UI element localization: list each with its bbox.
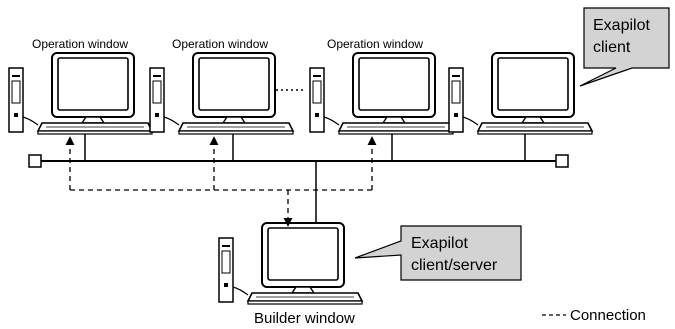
label-operation-window-3: Operation window [327,37,423,51]
callout-exapilot-client-line2: client [593,39,631,56]
workstation-builder [218,222,363,305]
bus-terminator-left [28,154,42,168]
bus-terminator-right [555,154,569,168]
workstation-exapilot-client [448,52,593,135]
callout-exapilot-client-server-line2: client/server [411,257,498,274]
workstation-operation-1 [8,52,153,135]
callout-exapilot-client-server: Exapilot client/server [354,225,522,281]
legend: Connection [542,307,646,324]
legend-connection-label: Connection [570,307,646,324]
label-operation-window-2: Operation window [172,37,268,51]
callout-exapilot-client: Exapilot client [579,7,670,87]
callout-exapilot-client-server-line1: Exapilot [411,235,468,252]
connection-lines [65,136,377,227]
workstation-operation-2 [149,52,294,135]
label-operation-window-1: Operation window [32,37,128,51]
workstation-operation-3 [309,52,454,135]
label-builder-window: Builder window [254,310,355,327]
callout-exapilot-client-line1: Exapilot [593,17,650,34]
